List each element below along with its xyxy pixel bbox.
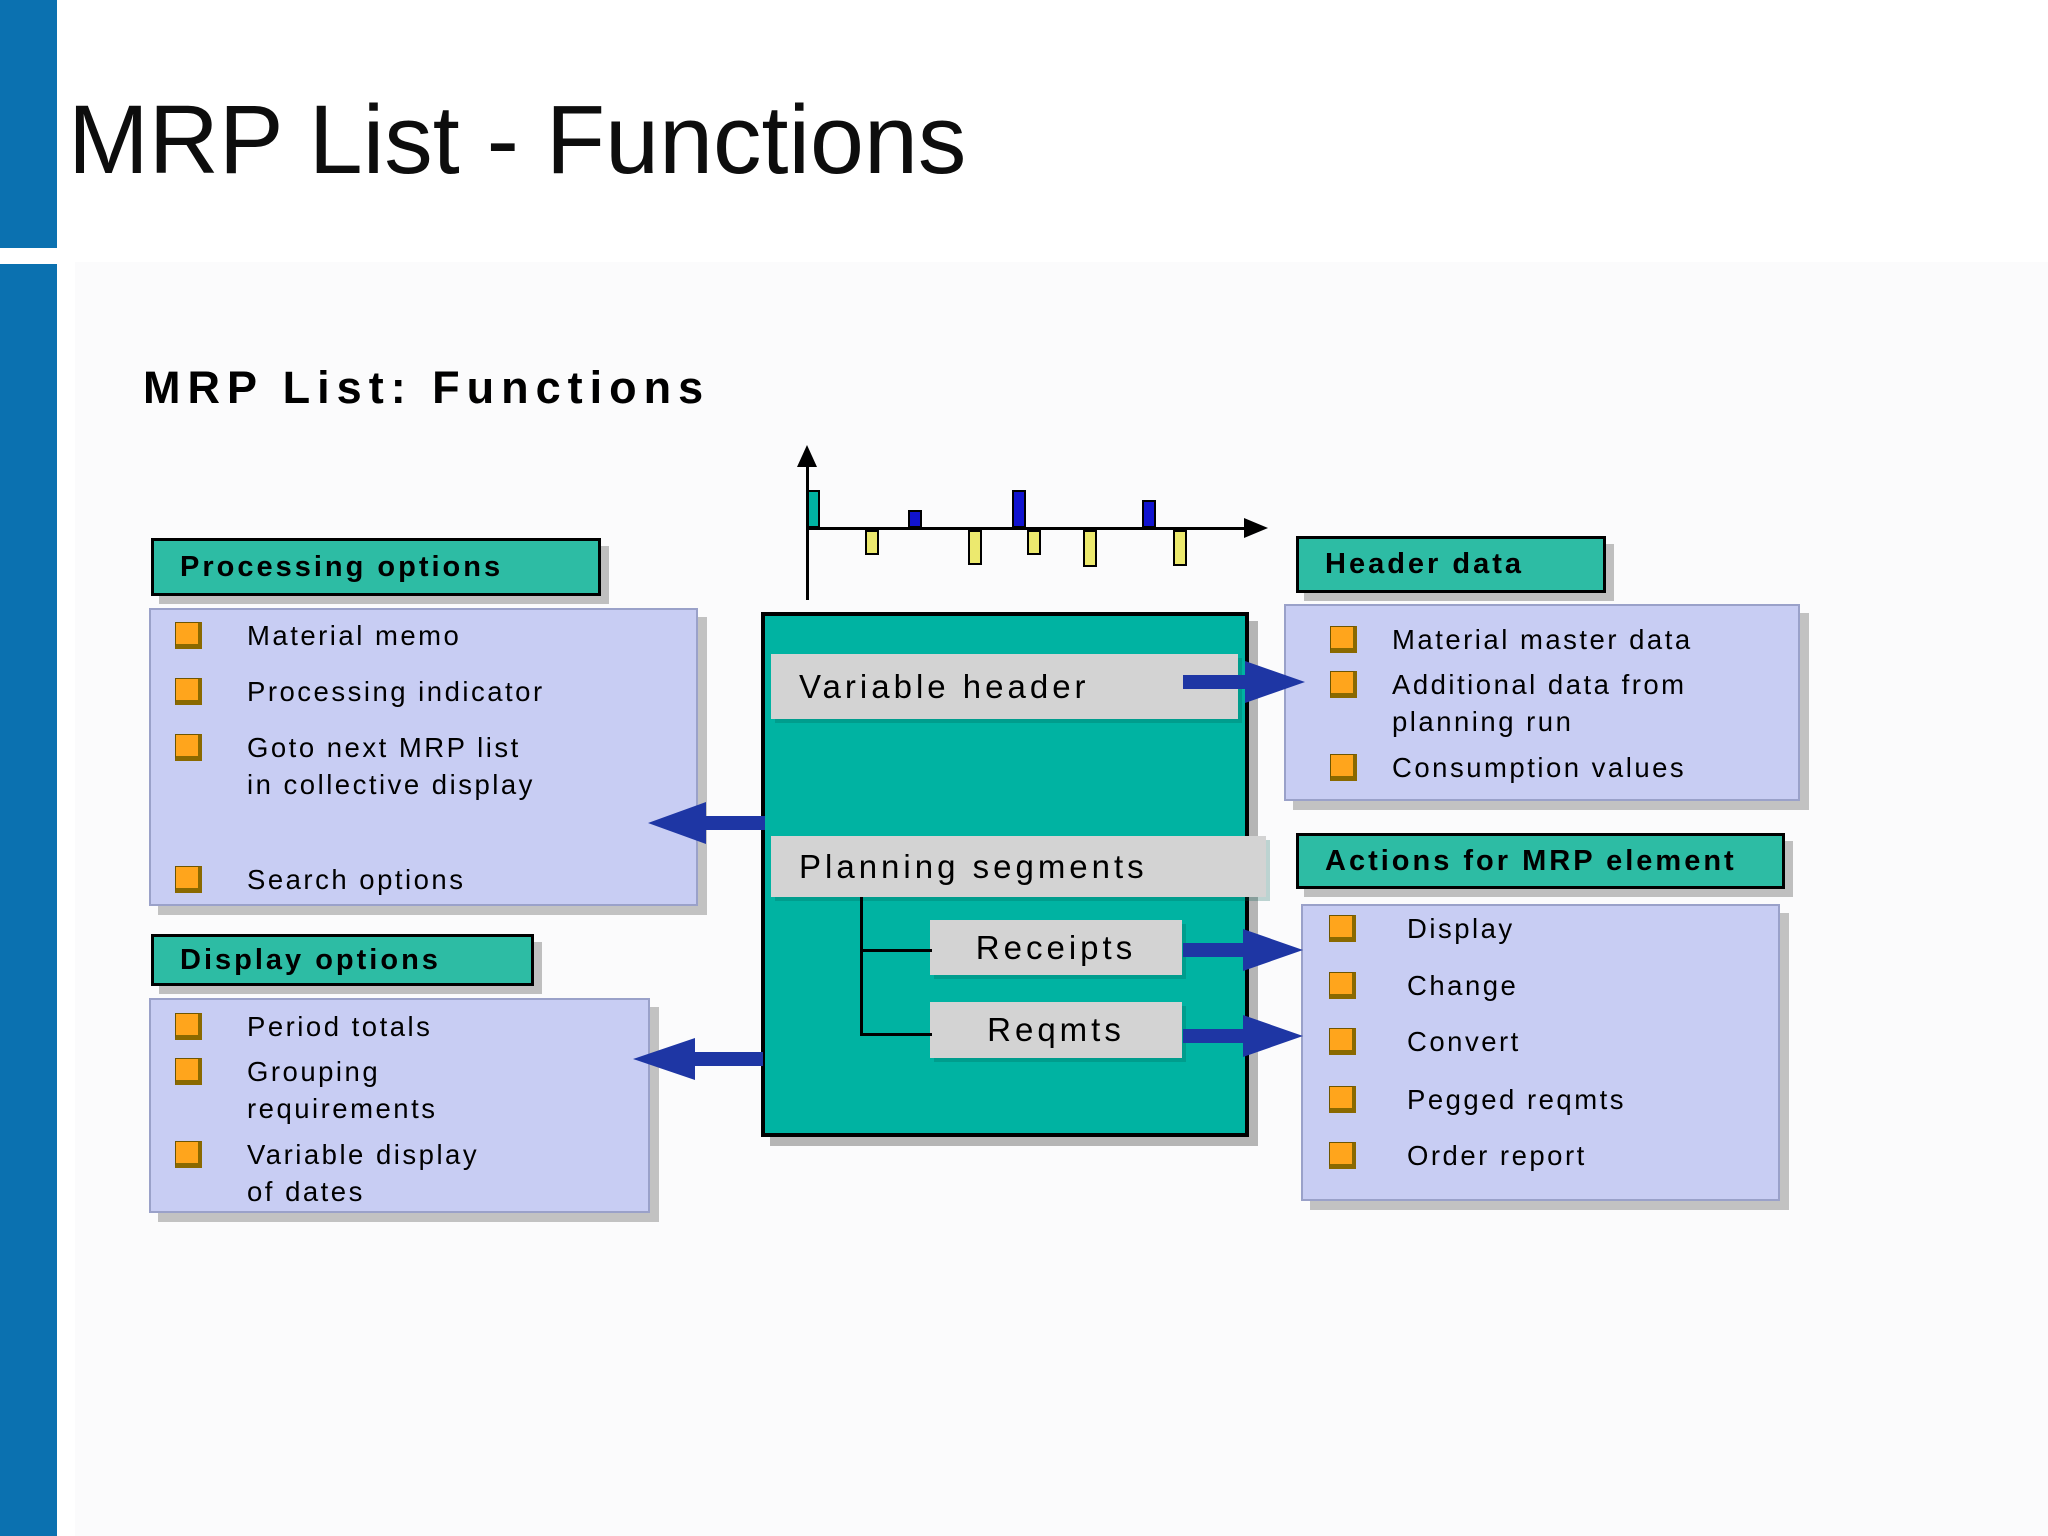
chart-y-axis-arrowhead-icon [797,445,817,467]
orange-square-bullet-icon [1329,1086,1356,1113]
chart-bar [1142,500,1156,528]
tree-connector-reqmts [860,1033,932,1036]
panel-header-data: Material master data Additional data fro… [1284,604,1800,801]
panel-item: Order report [1329,1137,1587,1174]
receipts-box: Receipts [930,920,1182,975]
item-line: Change [1407,970,1519,1001]
section-header-header-data: Header data [1296,536,1606,593]
chart-bar [865,530,879,555]
item-line: Pegged reqmts [1407,1084,1626,1115]
item-line: Processing indicator [247,676,545,707]
orange-square-bullet-icon [1330,671,1357,698]
orange-square-bullet-icon [175,678,202,705]
item-line: Additional data from [1392,669,1687,700]
panel-item: Processing indicator [175,673,545,710]
item-line: Period totals [247,1011,433,1042]
orange-square-bullet-icon [175,1141,202,1168]
item-line: Goto next MRP list [247,732,521,763]
item-line: requirements [247,1093,438,1124]
variable-header-box: Variable header [771,654,1238,719]
arrow-central-to-processing-options [648,802,765,844]
chart-bar [1027,530,1041,555]
section-header-label: Processing options [180,550,504,583]
tree-connector-vertical [860,897,863,1036]
orange-square-bullet-icon [175,734,202,761]
arrow-variable-header-to-header-data [1183,661,1305,703]
item-line: Convert [1407,1026,1521,1057]
arrow-reqmts-to-actions [1183,1015,1303,1057]
panel-item: Convert [1329,1023,1521,1060]
panel-actions-for-mrp-element: Display Change Convert Pegged reqmts Ord… [1301,904,1780,1201]
orange-square-bullet-icon [1330,626,1357,653]
chart-x-axis-arrowhead-icon [1244,518,1268,538]
orange-square-bullet-icon [1329,915,1356,942]
section-header-display-options: Display options [151,934,534,986]
planning-segments-box: Planning segments [771,836,1266,897]
chart-bar [1012,490,1026,528]
left-accent-bar-top [0,0,57,248]
item-line: planning run [1392,706,1574,737]
item-line: Material master data [1392,624,1693,655]
panel-item: Grouping requirements [175,1053,438,1127]
chart-bar [1173,530,1187,566]
item-line: Grouping [247,1056,381,1087]
arrow-receipts-to-actions [1183,929,1303,971]
chart-bar [968,530,982,565]
panel-display-options: Period totals Grouping requirements Vari… [149,998,650,1213]
chart-bar [908,510,922,528]
item-line: Consumption values [1392,752,1687,783]
section-header-label: Actions for MRP element [1325,844,1737,877]
item-line: Display [1407,913,1515,944]
item-line: Search options [247,864,466,895]
chart-x-axis [806,527,1244,530]
chart-bar [1083,530,1097,567]
panel-item: Additional data from planning run [1330,666,1687,740]
slide-title: MRP List - Functions [68,85,967,194]
panel-processing-options: Material memo Processing indicator Goto … [149,608,698,906]
panel-item: Material master data [1330,621,1693,658]
item-line: of dates [247,1176,365,1207]
chart-bar [807,490,820,528]
orange-square-bullet-icon [175,1058,202,1085]
item-line: Order report [1407,1140,1587,1171]
orange-square-bullet-icon [175,866,202,893]
section-header-label: Header data [1325,548,1525,580]
panel-item: Period totals [175,1008,432,1045]
orange-square-bullet-icon [1329,972,1356,999]
panel-item: Material memo [175,617,461,654]
orange-square-bullet-icon [175,622,202,649]
arrow-central-to-display-options [633,1038,763,1080]
orange-square-bullet-icon [1329,1142,1356,1169]
reqmts-box: Reqmts [930,1002,1182,1058]
chart-y-axis [806,467,809,600]
orange-square-bullet-icon [1329,1028,1356,1055]
section-header-processing-options: Processing options [151,538,601,596]
panel-item: Consumption values [1330,749,1686,786]
panel-item: Change [1329,967,1518,1004]
orange-square-bullet-icon [1330,754,1357,781]
panel-item: Goto next MRP list in collective display [175,729,535,803]
panel-item: Pegged reqmts [1329,1081,1626,1118]
section-header-actions-for-mrp-element: Actions for MRP element [1296,833,1785,889]
section-header-label: Display options [180,943,441,976]
item-line: Variable display [247,1139,480,1170]
panel-item: Variable display of dates [175,1136,479,1210]
panel-item: Display [1329,910,1515,947]
left-accent-bar-bottom [0,264,57,1536]
panel-item: Search options [175,861,465,898]
item-line: Material memo [247,620,462,651]
orange-square-bullet-icon [175,1013,202,1040]
item-line: in collective display [247,769,535,800]
diagram-heading: MRP List: Functions [143,362,711,413]
tree-connector-receipts [860,949,932,952]
